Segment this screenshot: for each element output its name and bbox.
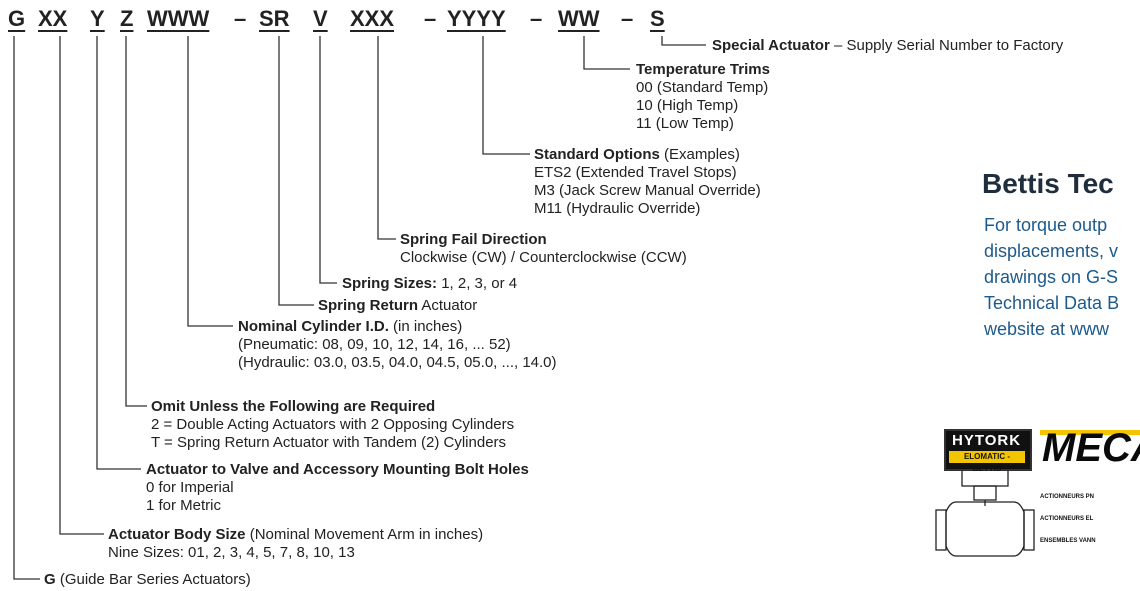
code-seg-z: Z — [120, 6, 134, 31]
sidebar-line: For torque outp — [984, 215, 1108, 235]
legend-line: 1 for Metric — [146, 497, 222, 514]
legend-line: 00 (Standard Temp) — [636, 79, 769, 96]
code-seg-g: G — [8, 6, 26, 31]
legend-line: Nine Sizes: 01, 2, 3, 4, 5, 7, 8, 10, 13 — [108, 544, 355, 561]
legend-title: Actuator to Valve and Accessory Mounting… — [146, 461, 529, 478]
legend-line: (Hydraulic: 03.0, 03.5, 04.0, 04.5, 05.0… — [238, 354, 557, 371]
line-fail — [377, 36, 396, 240]
hytork-logo-subtext: ELOMATIC - BETTIS — [949, 451, 1025, 473]
legend-line: 0 for Imperial — [146, 479, 234, 496]
legend-text: (Nominal Movement Arm in inches) — [245, 526, 484, 543]
code-seg-www: WWW — [147, 6, 210, 31]
legend-text: (in inches) — [388, 318, 463, 335]
code-seg-s: S — [650, 6, 665, 31]
meca-subline: ENSEMBLES VANN — [1040, 538, 1096, 544]
line-temperature — [583, 36, 630, 70]
legend-omit: Omit Unless the Following are Required 2… — [151, 398, 514, 452]
legend-line: ETS2 (Extended Travel Stops) — [534, 164, 737, 181]
meca-subline: ACTIONNEURS EL — [1040, 516, 1094, 522]
sidebar-body: For torque outp displacements, v drawing… — [984, 212, 1140, 342]
code-seg-ww: WW — [558, 6, 600, 31]
legend-cylinder: Nominal Cylinder I.D. (in inches) (Pneum… — [238, 318, 557, 372]
code-dash: – — [621, 6, 634, 31]
sidebar-line: Technical Data B — [984, 293, 1120, 313]
line-omit — [125, 36, 147, 407]
code-seg-xx: XX — [38, 6, 68, 31]
code-dash: – — [530, 6, 543, 31]
legend-line: M3 (Jack Screw Manual Override) — [534, 182, 761, 199]
legend-line: M11 (Hydraulic Override) — [534, 200, 701, 217]
legend-title: G — [44, 571, 56, 588]
legend-spring-return: Spring Return Actuator — [318, 297, 477, 315]
legend-mounting: Actuator to Valve and Accessory Mounting… — [146, 461, 529, 515]
line-cylinder — [187, 36, 233, 327]
valve-illustration — [935, 467, 1035, 557]
legend-temperature: Temperature Trims 00 (Standard Temp) 10 … — [636, 61, 770, 133]
code-seg-xxx: XXX — [350, 6, 395, 31]
legend-line: 2 = Double Acting Actuators with 2 Oppos… — [151, 416, 515, 433]
hytork-logo: HYTORK ELOMATIC - BETTIS — [944, 429, 1032, 473]
legend-spring-sizes: Spring Sizes: 1, 2, 3, or 4 — [342, 275, 517, 293]
code-seg-yyyy: YYYY — [447, 6, 506, 31]
code-seg-v: V — [313, 6, 328, 31]
meca-subline: ACTIONNEURS PN — [1040, 494, 1095, 500]
legend-line: T = Spring Return Actuator with Tandem (… — [151, 434, 507, 451]
sidebar-line: displacements, v — [984, 241, 1119, 261]
code-dash: – — [424, 6, 437, 31]
legend-text: 1, 2, 3, or 4 — [437, 275, 518, 292]
line-options — [482, 36, 530, 155]
legend-fail: Spring Fail Direction Clockwise (CW) / C… — [400, 231, 687, 267]
line-special — [661, 36, 706, 46]
legend-text: – Supply Serial Number to Factory — [829, 37, 1064, 54]
legend-title: Special Actuator — [712, 37, 830, 54]
legend-line: Clockwise (CW) / Counterclockwise (CCW) — [400, 249, 687, 266]
hytork-logo-text: HYTORK — [952, 432, 1022, 449]
legend-body: Actuator Body Size (Nominal Movement Arm… — [108, 526, 483, 562]
legend-title: Omit Unless the Following are Required — [151, 398, 436, 415]
legend-title: Actuator Body Size — [108, 526, 246, 543]
code-dash: – — [234, 6, 247, 31]
line-series — [13, 36, 40, 580]
code-seg-y: Y — [90, 6, 105, 31]
legend-line: (Pneumatic: 08, 09, 10, 12, 14, 16, ... … — [238, 336, 511, 353]
line-spring-return — [278, 36, 314, 306]
line-mounting — [96, 36, 141, 470]
legend-title: Spring Return — [318, 297, 418, 314]
legend-title: Spring Sizes: — [342, 275, 438, 292]
legend-title: Nominal Cylinder I.D. — [238, 318, 389, 335]
legend-text: Actuator — [418, 297, 478, 314]
sidebar-line: website at www — [984, 319, 1110, 339]
legend-line: 10 (High Temp) — [636, 97, 739, 114]
legend-series: G (Guide Bar Series Actuators) — [44, 571, 251, 589]
meca-accent-bar — [1040, 430, 1140, 435]
sidebar-line: drawings on G-S — [984, 267, 1119, 287]
legend-options: Standard Options (Examples) ETS2 (Extend… — [534, 146, 761, 218]
legend-text: (Guide Bar Series Actuators) — [55, 571, 251, 588]
legend-title: Standard Options — [534, 146, 660, 163]
line-spring-sizes — [319, 36, 337, 284]
legend-title: Temperature Trims — [636, 61, 770, 78]
legend-special: Special Actuator – Supply Serial Number … — [712, 37, 1063, 55]
line-body — [59, 36, 104, 535]
sidebar-title: Bettis Tec — [982, 168, 1114, 199]
legend-line: 11 (Low Temp) — [636, 115, 734, 132]
code-seg-sr: SR — [259, 6, 290, 31]
legend-title: Spring Fail Direction — [400, 231, 547, 248]
legend-text: (Examples) — [659, 146, 740, 163]
